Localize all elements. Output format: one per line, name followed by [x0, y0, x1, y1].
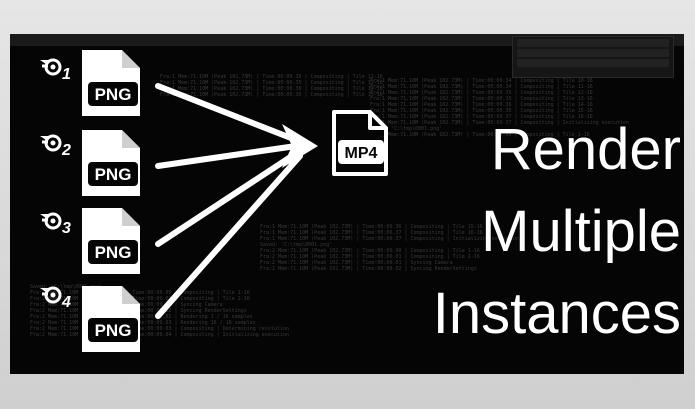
blender-logo-icon [38, 130, 64, 157]
instance-number-3: 3 [62, 220, 71, 237]
png-file-icon: PNG [78, 48, 144, 123]
png-file-icon: PNG [78, 128, 144, 203]
png-file-icon: PNG [78, 284, 144, 359]
mp4-file-icon: MP4 [328, 108, 392, 183]
outliner-panel [512, 36, 674, 78]
instance-number-4: 4 [62, 294, 71, 311]
png-file-icon: PNG [78, 206, 144, 281]
png-label: PNG [95, 85, 132, 104]
console-block-top: Fra:1 Mem:71.10M (Peak 102.73M) | Time:0… [160, 74, 383, 98]
png-label: PNG [95, 165, 132, 184]
instance-number-1: 1 [62, 66, 71, 83]
png-label: PNG [95, 243, 132, 262]
headline-line-2: Multiple [481, 199, 681, 264]
console-block-middle: Fra:1 Mem:71.10M (Peak 102.73M) | Time:0… [260, 224, 519, 272]
arrow-4 [155, 153, 303, 319]
blender-logo-icon [38, 208, 64, 235]
headline-line-3: Instances [432, 281, 681, 346]
outliner-row [517, 59, 669, 67]
mp4-label: MP4 [345, 145, 378, 162]
arrow-3 [155, 149, 301, 247]
outliner-row [517, 39, 669, 47]
blender-logo-icon [38, 282, 64, 309]
arrow-1 [155, 83, 299, 143]
arrow-2 [155, 143, 299, 169]
headline-line-1: Render [490, 117, 681, 182]
blender-logo-icon [38, 54, 64, 81]
console-block-right: Fra:1 Mem:71.10M (Peak 102.73M) | Time:0… [370, 78, 629, 138]
instance-number-2: 2 [62, 142, 71, 159]
png-label: PNG [95, 321, 132, 340]
arrowhead-icon [282, 124, 318, 168]
outliner-row [517, 49, 669, 57]
